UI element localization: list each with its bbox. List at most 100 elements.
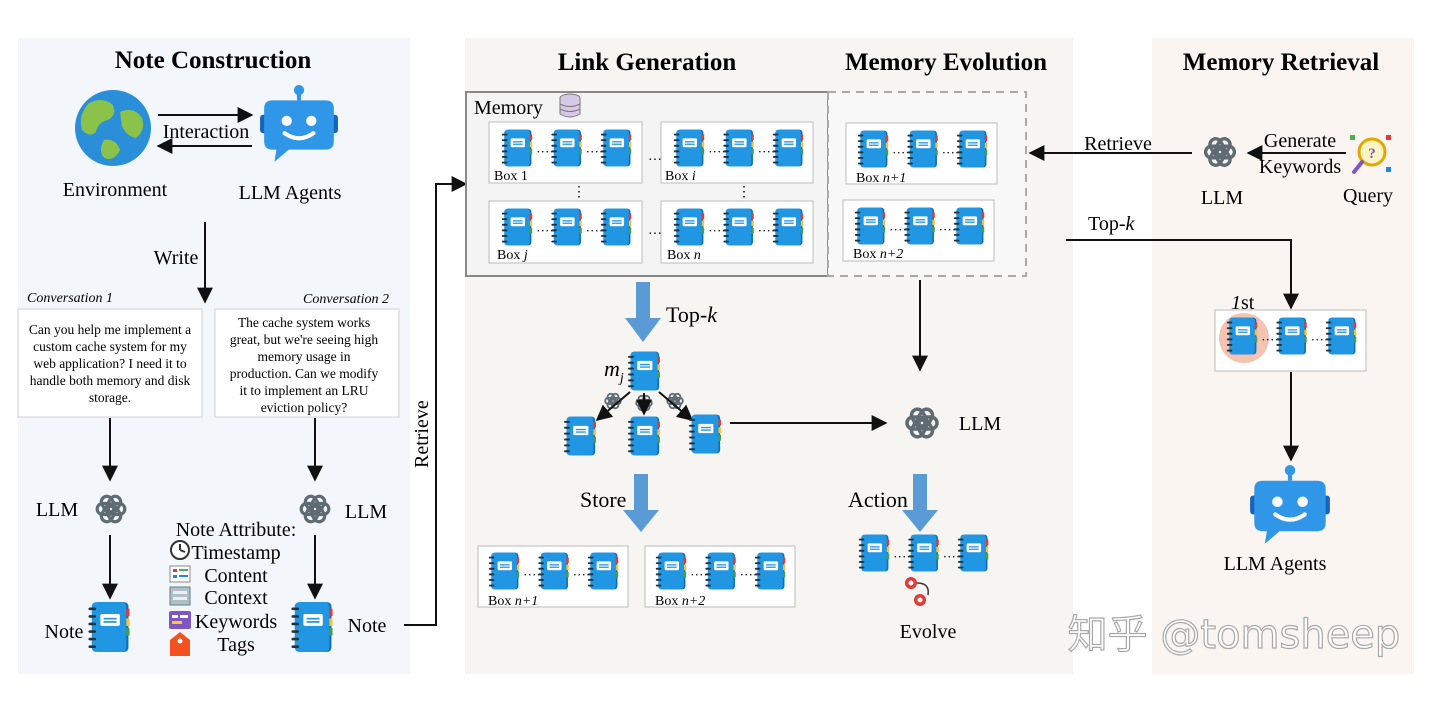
- linked-note-icon: [628, 416, 660, 456]
- action-label: Action: [848, 487, 908, 512]
- database-icon: [559, 93, 581, 118]
- conversation-2-line: The cache system works: [238, 315, 370, 330]
- memory-box-n-notes: [674, 209, 803, 246]
- box-i-label: Box i: [665, 169, 696, 184]
- linked-note-icon: [564, 416, 596, 456]
- attribute-keywords: Keywords: [195, 611, 277, 633]
- timestamp-icon: [170, 540, 190, 560]
- context-icon: [169, 586, 191, 606]
- keywords-icon: [169, 611, 191, 629]
- memory-box-j-notes: [502, 209, 631, 246]
- query-magnifier-icon: ?: [1350, 135, 1391, 174]
- heading-memory-evolution: Memory Evolution: [845, 49, 1047, 76]
- tag-icon: [170, 632, 190, 656]
- interaction-label: Interaction: [163, 121, 250, 143]
- conversation-2-line: memory usage in: [258, 349, 351, 364]
- keywords-label: Keywords: [1259, 156, 1341, 178]
- store-box-n2-label: Box n+2: [655, 594, 705, 609]
- topk-retrieval-label: Top-k: [1088, 213, 1135, 235]
- note-left-icon: [88, 602, 130, 652]
- conversation-2-line: it to implement an LRU: [240, 383, 369, 398]
- svg-text:?: ?: [1368, 146, 1376, 162]
- store-box-n1-notes: [489, 553, 618, 590]
- note-right-icon: [291, 602, 333, 652]
- write-label: Write: [154, 247, 199, 269]
- retrieved-notes: [1227, 318, 1356, 355]
- conversation-2-line: great, but we're seeing high: [230, 332, 379, 347]
- store-label: Store: [580, 487, 626, 512]
- conversation-1-text: Can you help me implement a custom cache…: [29, 322, 191, 405]
- store-box-n1-label: Box n+1: [488, 594, 538, 609]
- memory-label: Memory: [474, 97, 543, 119]
- memory-box-i-notes: [674, 130, 803, 167]
- content-icon: [169, 565, 191, 583]
- topk-label: Top-k: [666, 302, 718, 327]
- ellipsis-v: ⋮: [572, 185, 586, 200]
- conversation-1-line: Can you help me implement a: [29, 322, 191, 337]
- conversation-2-box: [214, 308, 400, 418]
- first-rank-label: 1st: [1231, 292, 1255, 314]
- environment-label: Environment: [63, 179, 168, 201]
- conversation-1-title: Conversation 1: [27, 291, 113, 306]
- attribute-timestamp: Timestamp: [191, 542, 280, 564]
- conversation-2-title: Conversation 2: [303, 292, 389, 307]
- conversation-1-line: handle both memory and disk: [30, 373, 191, 388]
- heading-link-generation: Link Generation: [558, 49, 737, 76]
- llm-evolution-label: LLM: [959, 413, 1001, 435]
- action-blue-arrow: [902, 474, 938, 532]
- evolve-gears-icon: [905, 577, 930, 606]
- box-1-label: Box 1: [494, 169, 528, 184]
- note-attribute-title: Note Attribute:: [176, 519, 297, 541]
- llm-agents-retrieval-label: LLM Agents: [1224, 553, 1327, 575]
- evolution-box-n2-label: Box n+2: [853, 247, 903, 262]
- generate-label: Generate: [1264, 130, 1336, 152]
- topk-blue-arrow: [625, 282, 661, 342]
- evolution-box-n1-label: Box n+1: [856, 171, 906, 186]
- llm-left-label: LLM: [36, 499, 78, 521]
- evolution-box-n1-notes: [858, 131, 987, 168]
- conversation-1-line: web application? I need it to: [33, 356, 187, 371]
- earth-icon: [75, 90, 151, 166]
- store-box-n2-notes: [656, 553, 785, 590]
- linked-note-icon: [689, 414, 721, 454]
- llm-agents-label: LLM Agents: [239, 182, 342, 204]
- note-right-label: Note: [348, 615, 387, 637]
- heading-note-construction: Note Construction: [115, 47, 312, 74]
- conversation-1-box: [17, 308, 203, 418]
- memory-box-1-notes: [502, 130, 631, 167]
- conversation-2-text: The cache system works great, but we're …: [230, 315, 379, 415]
- ellipsis-v: ⋮: [737, 185, 751, 200]
- query-label: Query: [1343, 185, 1393, 207]
- note-to-memory-retrieve-arrow: [404, 176, 468, 626]
- mj-label: mj: [604, 356, 624, 386]
- link-arrow-right: [658, 391, 694, 422]
- retrieve-label: Retrieve: [1084, 133, 1152, 155]
- store-blue-arrow: [623, 474, 659, 532]
- mj-note-icon: [628, 351, 660, 391]
- attribute-content: Content: [204, 565, 268, 587]
- evolved-notes: [859, 535, 988, 572]
- link-arrow-left: [595, 391, 631, 422]
- ellipsis-h: …: [648, 223, 662, 238]
- evolve-label: Evolve: [900, 621, 957, 643]
- watermark: 知乎 @tomsheep: [1068, 612, 1401, 658]
- retrieve-vertical-label: Retrieve: [411, 400, 433, 468]
- heading-memory-retrieval: Memory Retrieval: [1183, 49, 1379, 76]
- conversation-1-line: custom cache system for my: [33, 339, 187, 354]
- box-j-label: Box j: [497, 248, 528, 263]
- attribute-context: Context: [204, 587, 268, 609]
- llm-retrieval-label: LLM: [1201, 187, 1243, 209]
- conversation-1-line: storage.: [89, 390, 131, 405]
- conversation-2-line: eviction policy?: [261, 400, 348, 415]
- conversation-2-line: production. Can we modify: [230, 366, 379, 381]
- box-n-label: Box n: [667, 248, 701, 263]
- attribute-icons: [169, 540, 191, 656]
- llm-right-label: LLM: [345, 501, 387, 523]
- attribute-tags: Tags: [217, 634, 255, 656]
- evolution-box-n2-notes: [855, 208, 984, 245]
- note-left-label: Note: [45, 621, 84, 643]
- ellipsis-h: …: [648, 149, 662, 164]
- topk-retrieval-arrow: [1066, 239, 1299, 310]
